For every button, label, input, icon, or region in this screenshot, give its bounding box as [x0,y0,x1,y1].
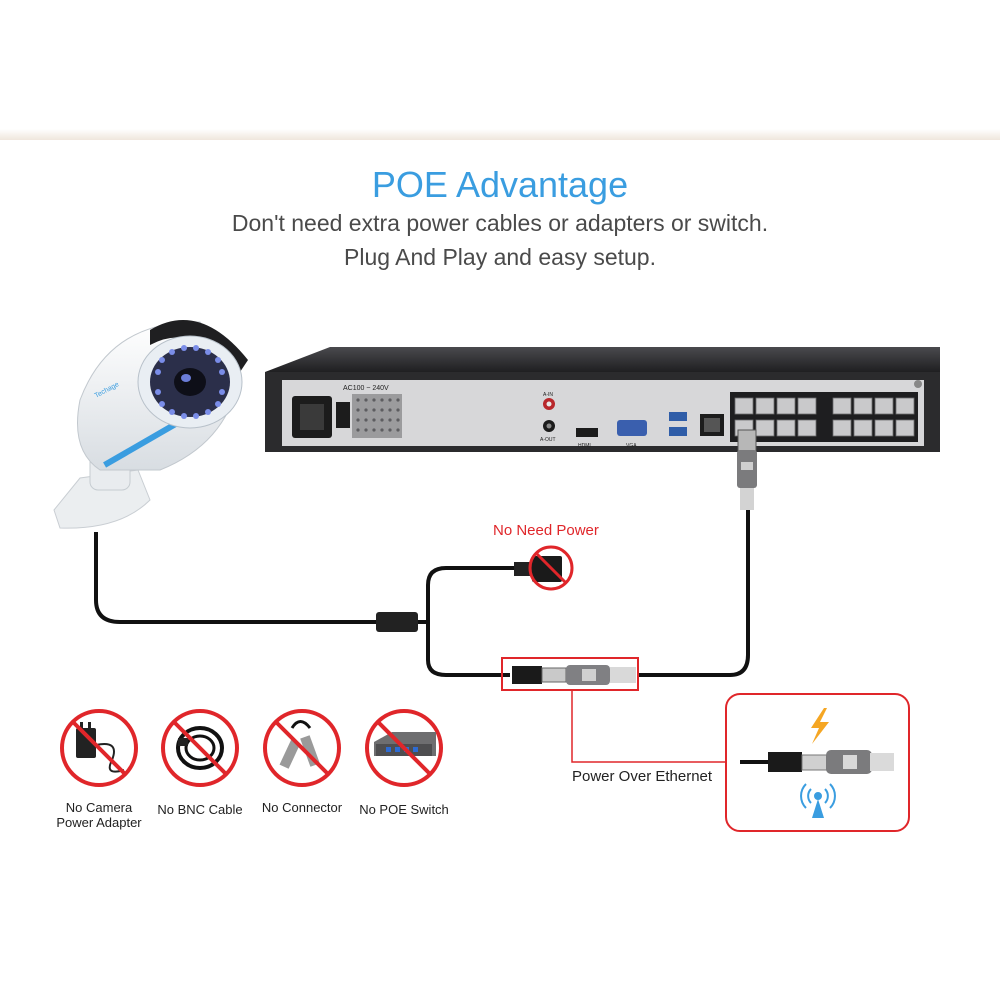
no-item-label-2: No BNC Cable [157,802,243,817]
no-connector-icon [263,709,341,787]
usb-port-1 [669,412,687,421]
nvr-recorder: AC100 ~ 240V A-IN A-OUT HDMI VGA [265,347,940,452]
nvr-ethernet-plug [737,429,757,510]
no-power-prohibited-icon [528,545,574,591]
poe-joint-connector [501,657,639,691]
subtitle-line-2: Plug And Play and easy setup. [344,244,656,270]
cable-lines [94,510,750,677]
usb-port-2 [669,427,687,436]
svg-text:HDMI: HDMI [578,443,591,449]
power-switch [336,402,350,428]
no-need-power-label: No Need Power [493,522,599,539]
nvr-top-cover [265,347,940,372]
wireless-signal-icon [800,783,836,818]
lightning-icon [811,708,829,744]
page-title: POE Advantage [371,164,629,205]
no-bnc-cable-icon [161,709,239,787]
hdmi-port [576,428,598,437]
power-rating-label: AC100 ~ 240V [343,385,389,392]
fan-vent [352,394,402,438]
splitter-connector [376,612,418,632]
bullet-camera: Techage [53,320,248,529]
poe-detail-box [725,693,910,832]
no-poe-switch-icon [365,709,443,787]
subtitle-line-1: Don't need extra power cables or adapter… [231,210,769,236]
svg-text:A-IN: A-IN [543,392,553,398]
power-over-ethernet-label: Power Over Ethernet [572,768,713,785]
no-item-label-4: No POE Switch [359,802,449,817]
callout-line [571,690,726,763]
svg-text:A-OUT: A-OUT [540,437,556,443]
no-power-adapter-icon [60,709,138,787]
vga-port [617,420,647,436]
no-item-label-3: No Connector [261,800,343,815]
ground-screw [914,380,922,388]
top-background-band [0,0,1000,140]
svg-text:VGA: VGA [626,443,637,449]
dc-power-plug [514,556,562,582]
